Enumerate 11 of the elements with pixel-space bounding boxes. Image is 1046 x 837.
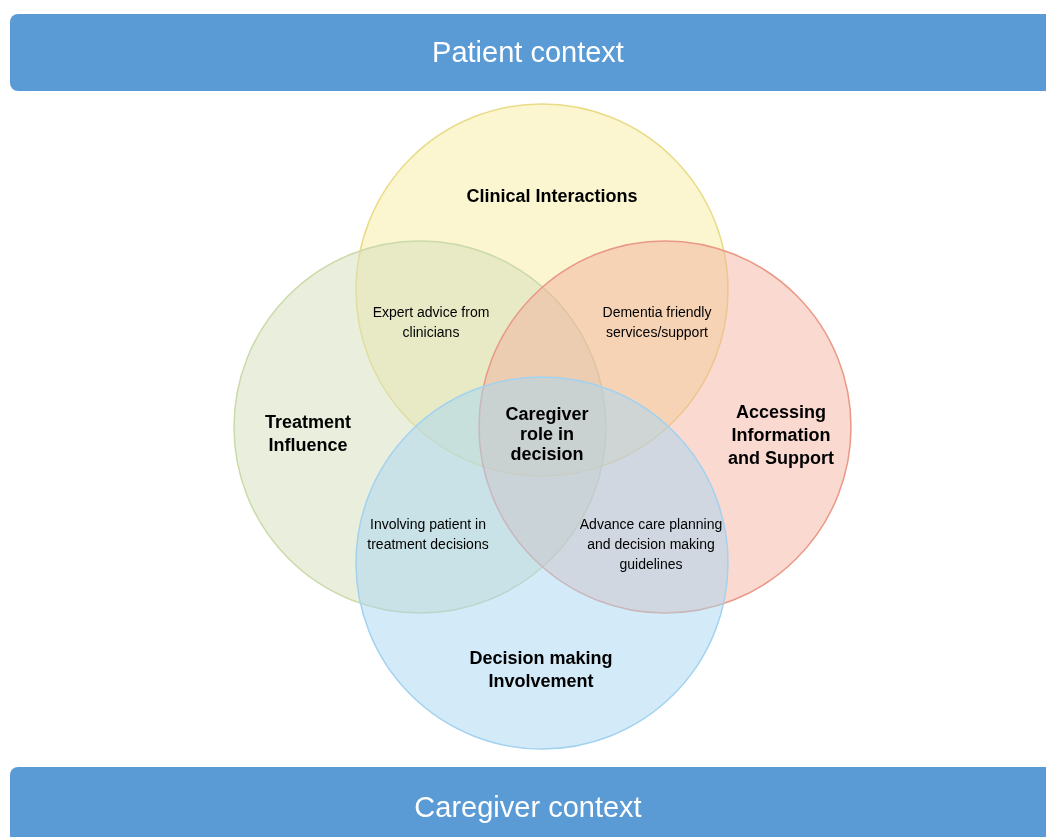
circle-label: Accessing Information and Support bbox=[727, 400, 835, 470]
overlap-label: Expert advice from clinicians bbox=[371, 303, 491, 342]
circle-label: Treatment Influence bbox=[264, 411, 352, 457]
overlap-label: Dementia friendly services/support bbox=[601, 303, 713, 342]
circle-label: Clinical Interactions bbox=[465, 184, 639, 208]
context-banner: Caregiver context bbox=[10, 767, 1046, 837]
overlap-label: Advance care planning and decision making guidelines bbox=[578, 515, 724, 574]
center-label: Caregiver role in decision bbox=[504, 404, 590, 464]
circle-label: Decision making Involvement bbox=[468, 647, 614, 693]
context-banner: Patient context bbox=[10, 14, 1046, 91]
overlap-label: Involving patient in treatment decisions bbox=[366, 515, 490, 554]
